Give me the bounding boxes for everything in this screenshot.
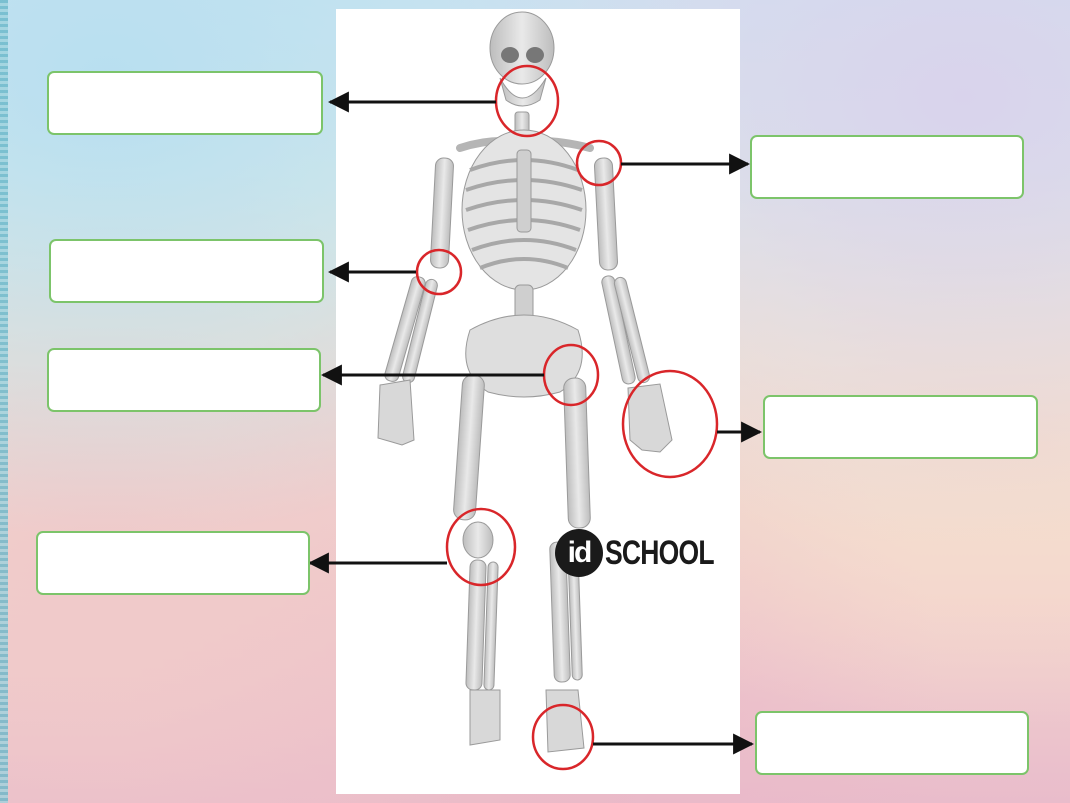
- answer-box-knee[interactable]: [36, 531, 310, 595]
- logo-badge: id: [555, 529, 603, 577]
- answer-box-shoulder[interactable]: [750, 135, 1024, 199]
- answer-box-elbow[interactable]: [49, 239, 324, 303]
- answer-box-hip[interactable]: [47, 348, 321, 412]
- answer-box-jaw[interactable]: [47, 71, 323, 135]
- skeleton-figure: [378, 12, 672, 752]
- logo-text: SCHOOL: [605, 534, 714, 573]
- idschool-logo: id SCHOOL: [555, 522, 744, 584]
- answer-box-wrist-hand[interactable]: [763, 395, 1038, 459]
- answer-box-ankle-foot[interactable]: [755, 711, 1029, 775]
